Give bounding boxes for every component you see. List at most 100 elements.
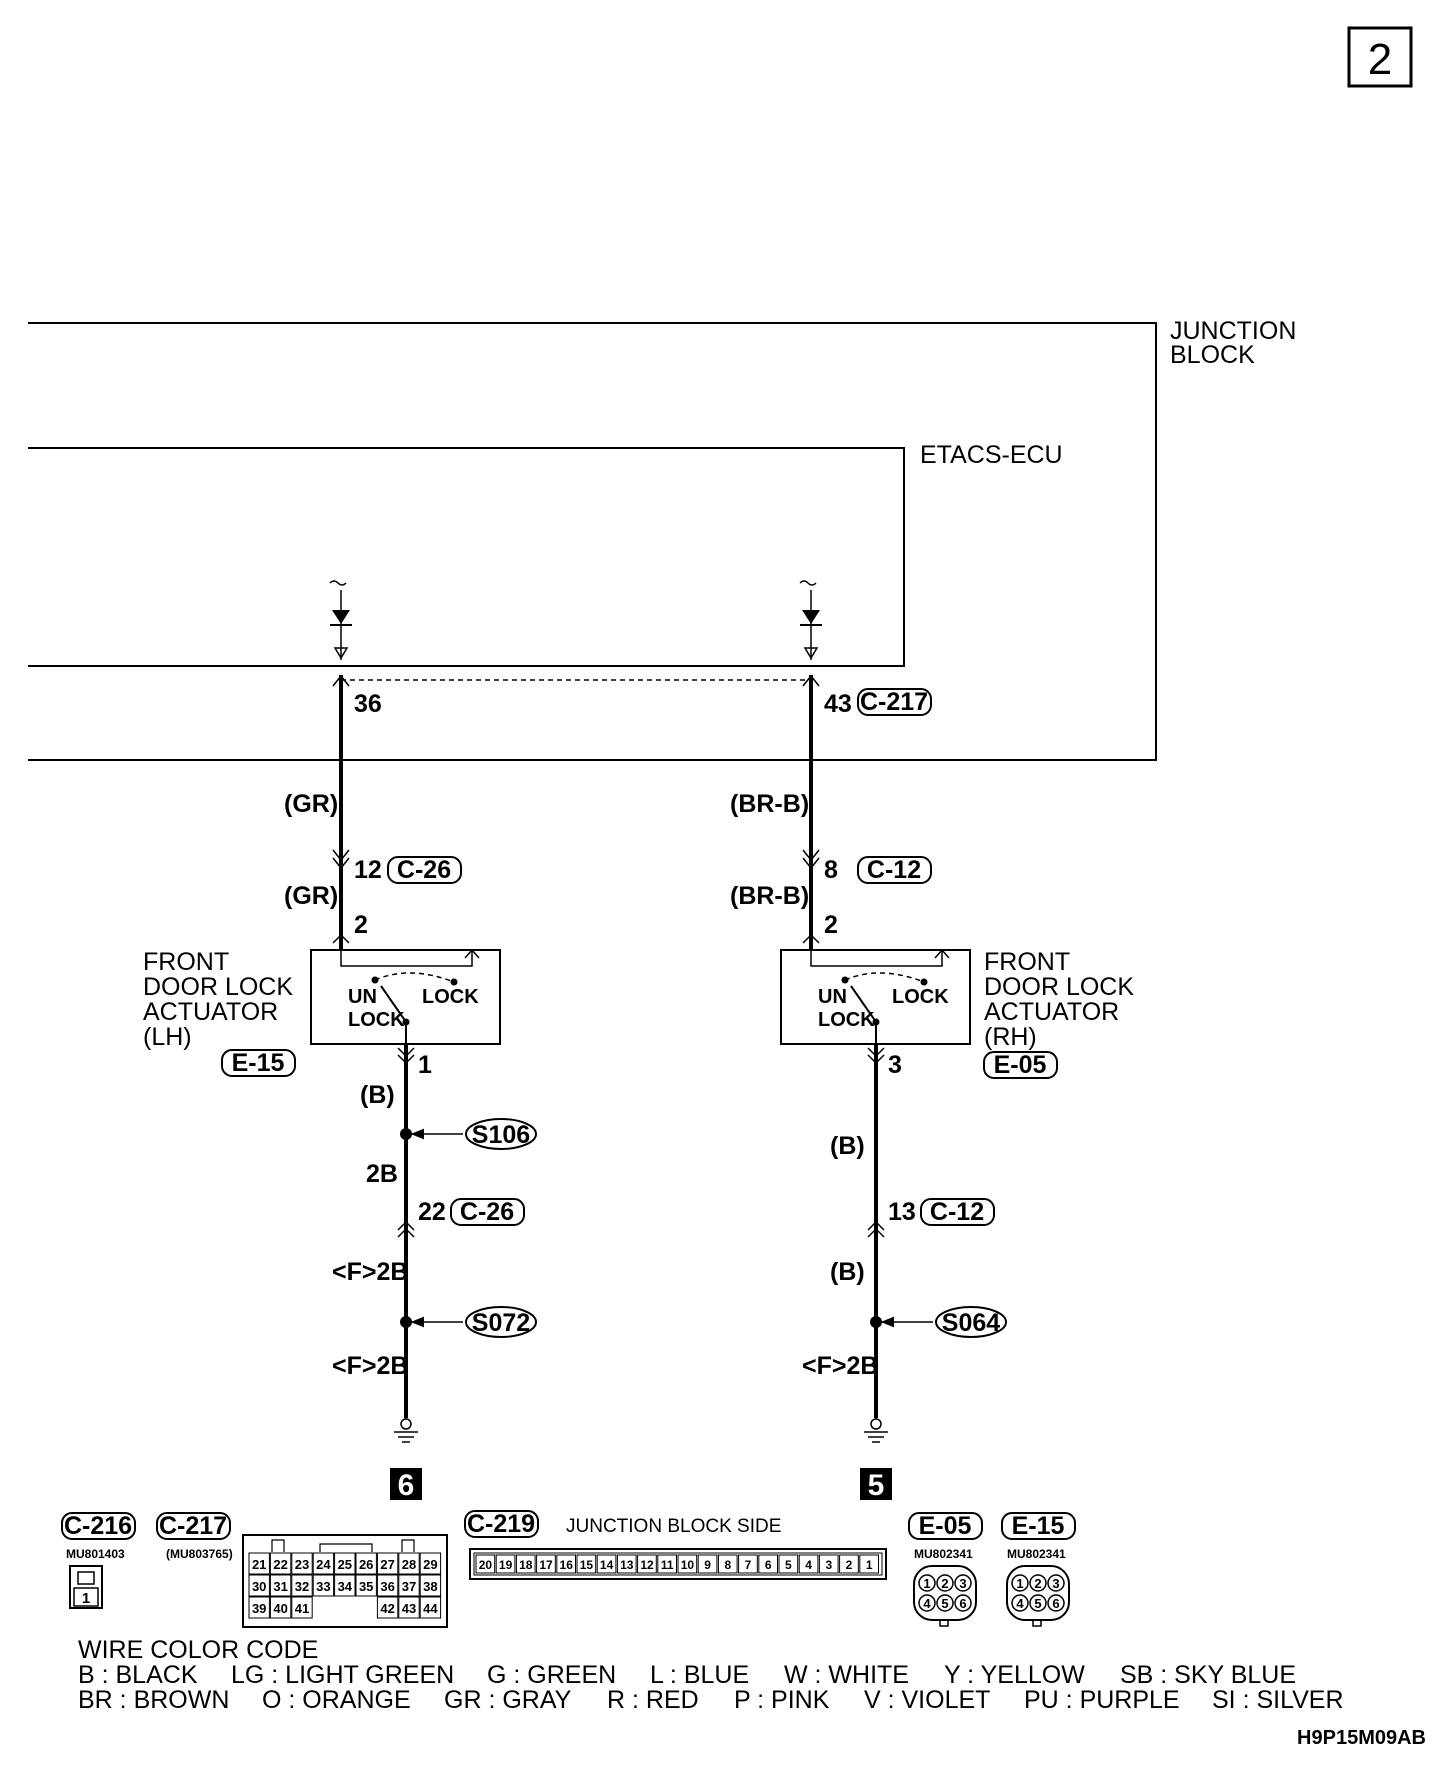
connector-c217-pin-cell (291, 1552, 313, 1575)
connector-c217-pin-label: 32 (295, 1579, 309, 1594)
wire-label-rh-b-2: (B) (830, 1258, 865, 1286)
splice-s106: S106 (465, 1118, 537, 1150)
actuator-rh-name-1: FRONT (984, 948, 1070, 976)
connector-c217-pin-label: 23 (295, 1557, 309, 1572)
wire-color-code-row-2: BR : BROWN O : ORANGE GR : GRAY R : RED … (78, 1686, 1344, 1714)
wire-color-si: SI : SILVER (1212, 1686, 1344, 1714)
connector-c217-pin-label: 44 (423, 1601, 438, 1616)
connector-c219-pin-label: 15 (580, 1558, 594, 1572)
connector-c219-pin-cell (515, 1554, 536, 1574)
connector-c219-pin-label: 3 (825, 1558, 832, 1572)
actuator-lh-unlock-2: LOCK (348, 1009, 405, 1031)
connector-c219-pin-cell (576, 1554, 597, 1574)
wire-color-pu: PU : PURPLE (1024, 1686, 1180, 1714)
connector-c217-pin-label: 35 (359, 1579, 373, 1594)
wire-color-v: V : VIOLET (864, 1686, 990, 1714)
actuator-rh: UN LOCK LOCK (780, 948, 971, 1045)
connector-pin-circle (1047, 1574, 1065, 1592)
wire-color-code-title: WIRE COLOR CODE (78, 1636, 318, 1664)
connector-c217-label: C-217 (159, 1512, 227, 1540)
connector-c217-pin-label: 29 (423, 1557, 437, 1572)
ecu-diode-lh (329, 580, 352, 660)
actuator-lh-lock: LOCK (422, 986, 479, 1008)
connector-pin-label: 6 (1052, 1596, 1059, 1611)
connector-c219-pin-cell (798, 1554, 819, 1574)
wire-color-w: W : WHITE (784, 1661, 909, 1689)
connector-pin-circle (954, 1574, 972, 1592)
connector-c219-pin-label: 5 (785, 1558, 792, 1572)
connector-c219-pin-cell (637, 1554, 657, 1574)
connector-pin-label: 1 (923, 1576, 930, 1591)
connector-e05-part: MU802341 (914, 1547, 973, 1561)
connector-c219-pin-label: 17 (539, 1558, 553, 1572)
connector-c219-pin-cell (495, 1554, 516, 1574)
pin-rh-lower: 13 (888, 1198, 916, 1226)
connector-pin-circle (936, 1574, 954, 1592)
connector-pin-circle (1029, 1594, 1047, 1612)
etacs-ecu-label: ETACS-ECU (920, 441, 1063, 469)
connector-c219-pin-cell (717, 1554, 738, 1574)
connector-pin-circle (918, 1594, 936, 1612)
connector-c219-pin-label: 10 (681, 1558, 695, 1572)
connector-tag-c26-mid-label: C-26 (397, 856, 451, 884)
connector-tag-c26-lower: C-26 (450, 1198, 525, 1226)
wire-color-r: R : RED (607, 1686, 699, 1714)
actuator-rh-name-2: DOOR LOCK (984, 973, 1134, 1001)
wire-rh-lower (864, 1044, 933, 1443)
wire-label-lh-f2b-1: <F>2B (332, 1258, 408, 1286)
actuator-rh-unlock-2: LOCK (818, 1009, 875, 1031)
wire-color-gr: GR : GRAY (444, 1686, 572, 1714)
wire-lh-upper (332, 674, 350, 950)
connector-c217-pin-label: 31 (273, 1579, 287, 1594)
ground-badge-rh: 5 (860, 1468, 892, 1502)
connector-c217-pin-cell (376, 1596, 399, 1619)
ground-badge-rh-label: 5 (868, 1469, 885, 1502)
connector-c217-pin-label: 43 (402, 1601, 416, 1616)
splice-s064: S064 (935, 1306, 1007, 1338)
connector-c217-pin-label: 25 (338, 1557, 352, 1572)
connector-pin-label: 1 (1016, 1576, 1023, 1591)
ground-badge-lh: 6 (390, 1468, 422, 1502)
connector-c219-pin-label: 2 (846, 1558, 853, 1572)
connector-c217-pin-cell (334, 1574, 356, 1597)
connector-c219-pin-cell (556, 1554, 576, 1574)
connector-tag-c26-mid: C-26 (387, 856, 462, 884)
wire-label-rh-f2b: <F>2B (802, 1352, 878, 1380)
connector-pin-circle (1011, 1594, 1029, 1612)
connector-tag-e05-label: E-05 (994, 1051, 1047, 1079)
actuator-lh-name-2: DOOR LOCK (143, 973, 293, 1001)
connector-c219-pin-label: 8 (724, 1558, 731, 1572)
connector-pin-circle (1047, 1594, 1065, 1612)
connector-c217-pin-cell (248, 1596, 270, 1619)
connector-c219-side: JUNCTION BLOCK SIDE (566, 1516, 781, 1537)
connector-c217-pin-label: 28 (402, 1557, 416, 1572)
connector-c217-pin-cell (312, 1552, 335, 1575)
connector-c219-pin-cell (596, 1554, 617, 1574)
ecu-diode-rh (799, 580, 822, 660)
connector-c219-pin-label: 14 (600, 1558, 614, 1572)
connector-c219-pin-cell (657, 1554, 677, 1574)
connector-c217-pin-cell (398, 1596, 420, 1619)
page-number: 2 (1368, 35, 1392, 84)
connector-c219-pin-cell (778, 1554, 799, 1574)
pin-lh-mid: 12 (354, 856, 382, 884)
connector-c217-pin-label: 27 (380, 1557, 394, 1572)
connector-c217-pin-cell (398, 1574, 420, 1597)
connector-c217-pin-label: 22 (273, 1557, 287, 1572)
etacs-ecu-block: ETACS-ECU (28, 441, 1063, 667)
splice-s064-label: S064 (942, 1309, 1000, 1337)
connector-c219-pin-label: 13 (620, 1558, 634, 1572)
wire-color-b: B : BLACK (78, 1661, 198, 1689)
connector-pin-circle (1029, 1574, 1047, 1592)
wire-color-lg: LG : LIGHT GREEN (231, 1661, 454, 1689)
connector-pin-label: 3 (1052, 1576, 1059, 1591)
pin-lh-lower: 22 (418, 1198, 446, 1226)
connector-c219-pin-label: 19 (499, 1558, 513, 1572)
connector-c219-pin-label: 4 (805, 1558, 812, 1572)
wire-label-lh-upper: (GR) (284, 790, 338, 818)
connector-c219-pin-label: 20 (479, 1558, 493, 1572)
